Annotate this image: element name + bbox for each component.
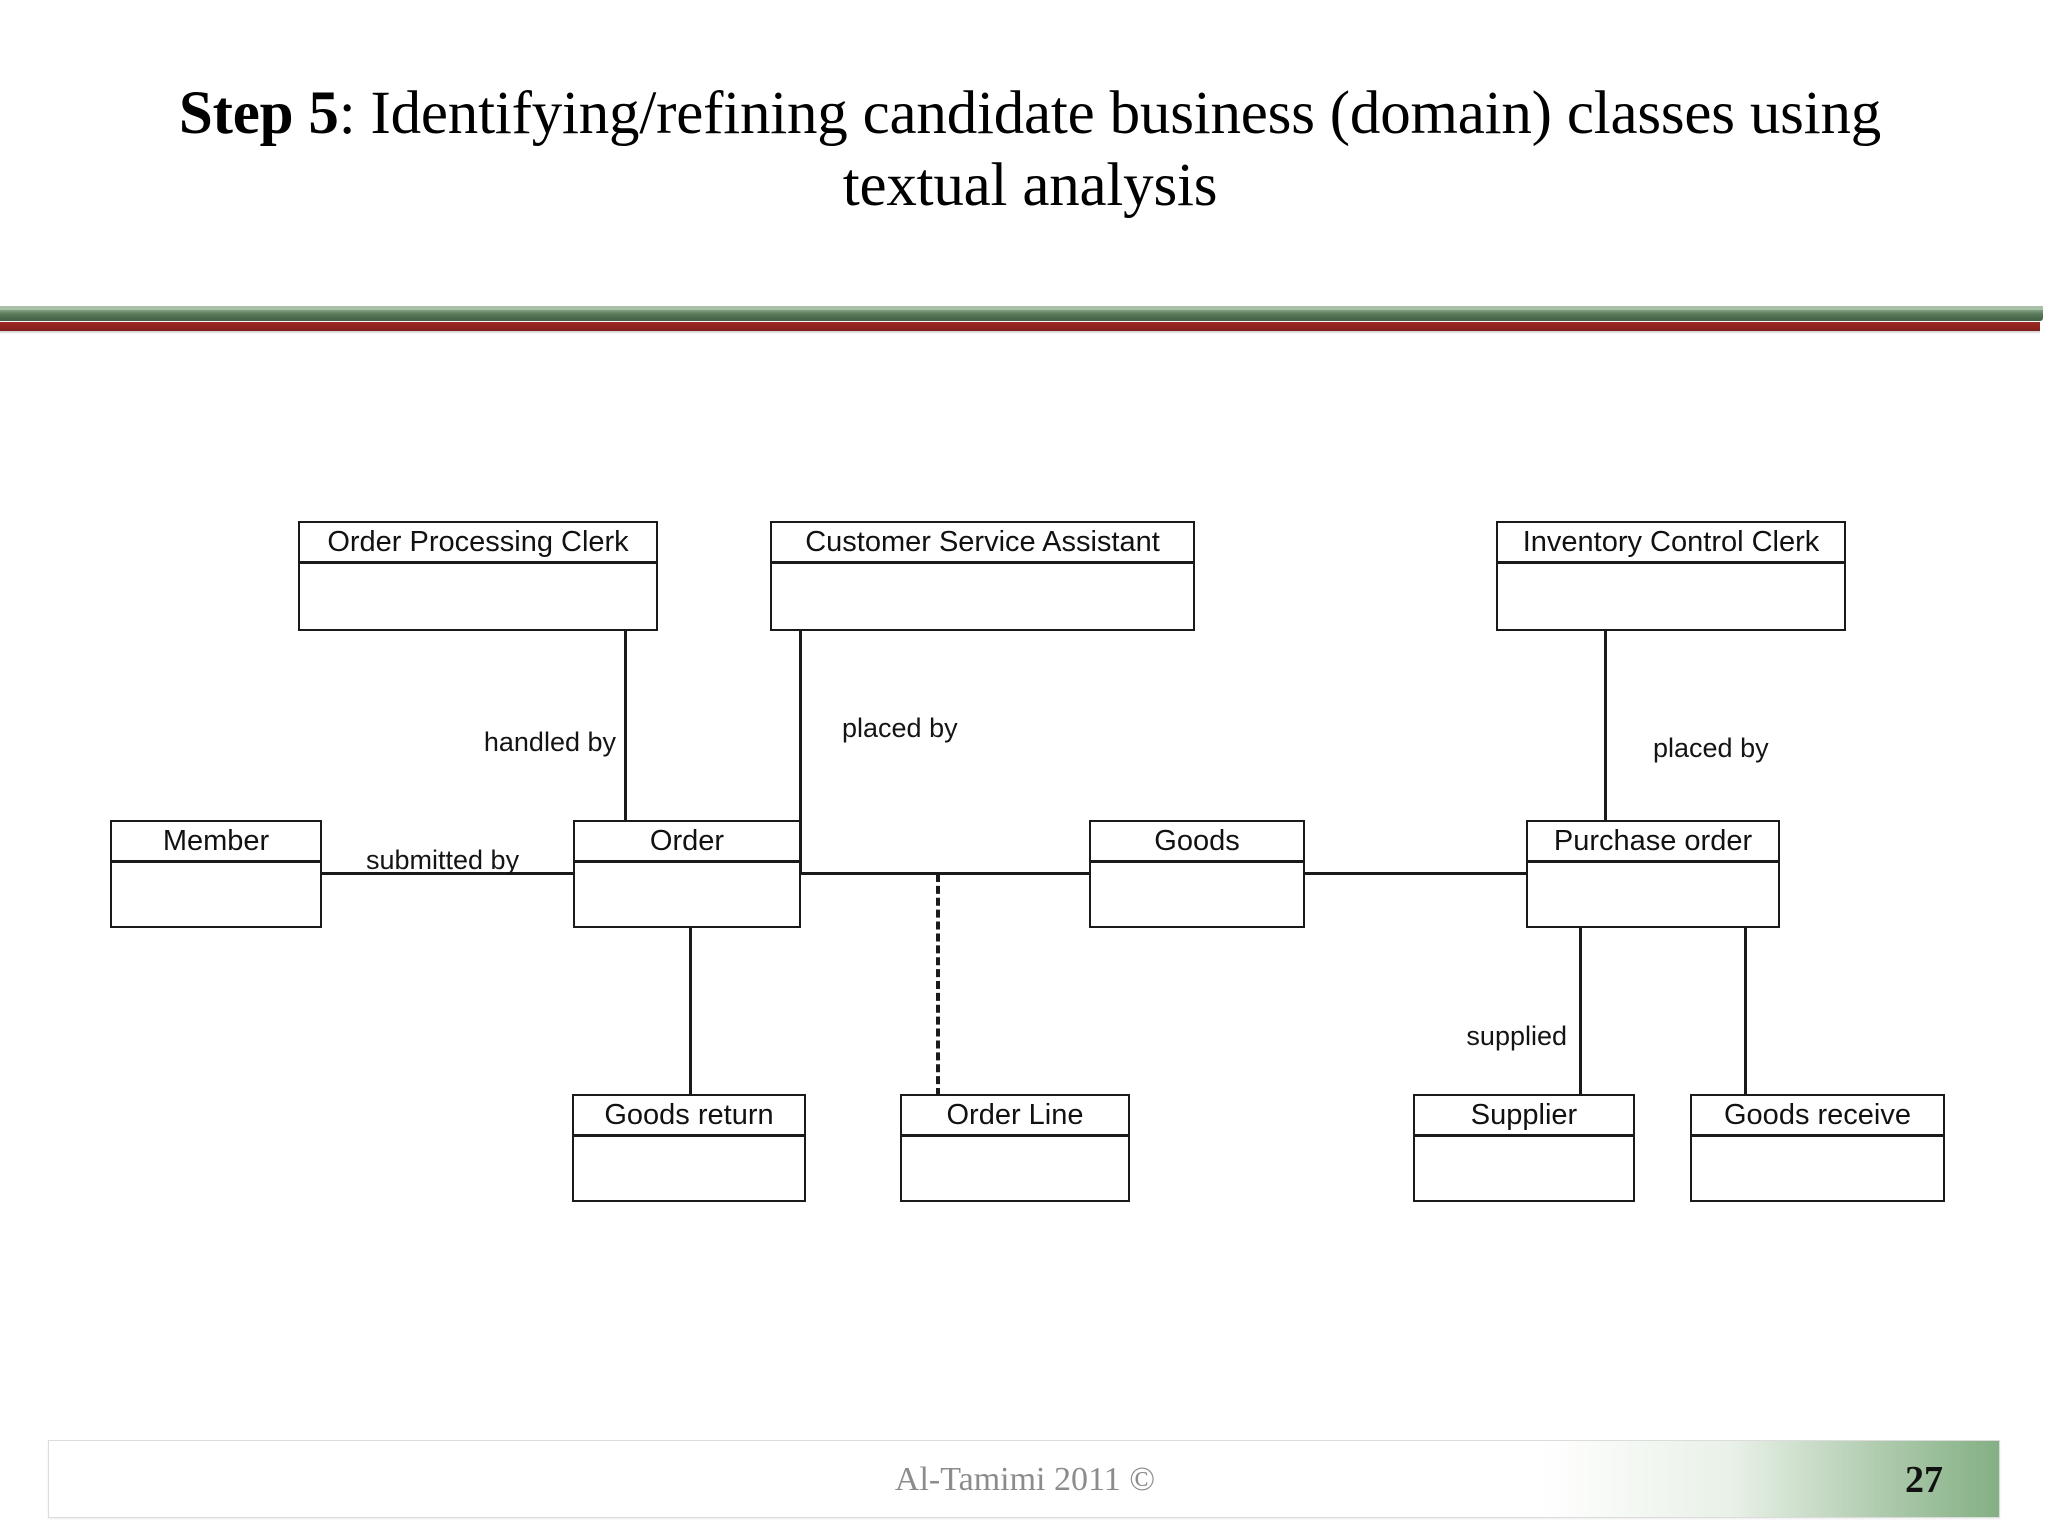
page-title-rest: : Identifying/refining candidate busines… (338, 80, 1882, 219)
uml-class-goods-receive[interactable]: Goods receive (1690, 1094, 1945, 1202)
footer-gradient (1539, 1441, 1999, 1517)
footer-credit: Al-Tamimi 2011 © (894, 1461, 1156, 1498)
connector-placed-by-inventory-control (1604, 628, 1607, 822)
connector-supplied (1579, 926, 1582, 1096)
uml-class-inventory-control-clerk[interactable]: Inventory Control Clerk (1496, 521, 1846, 631)
edge-label-placed-by-inventory-control: placed by (1653, 733, 1769, 763)
uml-class-member[interactable]: Member (110, 820, 322, 928)
uml-class-order-processing-clerk[interactable]: Order Processing Clerk (298, 521, 658, 631)
edge-label-placed-by-customer-service: placed by (842, 713, 958, 743)
uml-attributes-compartment (1091, 863, 1303, 926)
uml-attributes-compartment (1692, 1137, 1943, 1200)
connector-order-goods (798, 872, 1092, 875)
divider-shadow (0, 331, 2040, 334)
uml-class-name: Order (575, 822, 799, 863)
uml-class-order-line[interactable]: Order Line (900, 1094, 1130, 1202)
uml-class-name: Order Processing Clerk (300, 523, 656, 564)
divider-red-bar (0, 322, 2040, 331)
uml-class-name: Member (112, 822, 320, 863)
uml-class-name: Supplier (1415, 1096, 1633, 1137)
edge-label-handled-by: handled by (483, 727, 616, 757)
connector-submitted-by (320, 872, 576, 875)
slide-footer: Al-Tamimi 2011 © 27 (48, 1440, 2000, 1518)
uml-class-goods-return[interactable]: Goods return (572, 1094, 806, 1202)
page-title: Step 5: Identifying/refining candidate b… (150, 78, 1910, 222)
connector-goods-purchase-order (1303, 872, 1529, 875)
uml-attributes-compartment (772, 564, 1193, 629)
connector-placed-by-customer-service (799, 628, 802, 874)
uml-class-name: Inventory Control Clerk (1498, 523, 1844, 564)
uml-attributes-compartment (1498, 564, 1844, 629)
edge-label-supplied: supplied (1466, 1021, 1567, 1051)
uml-attributes-compartment (575, 863, 799, 926)
header-divider (0, 306, 2048, 334)
uml-attributes-compartment (574, 1137, 804, 1200)
connector-order-goods-return (689, 926, 692, 1096)
uml-class-name: Order Line (902, 1096, 1128, 1137)
uml-class-name: Customer Service Assistant (772, 523, 1193, 564)
connector-order-line-dashed (936, 874, 940, 1096)
uml-attributes-compartment (1415, 1137, 1633, 1200)
uml-attributes-compartment (1528, 863, 1778, 926)
uml-class-supplier[interactable]: Supplier (1413, 1094, 1635, 1202)
uml-class-name: Goods receive (1692, 1096, 1943, 1137)
uml-attributes-compartment (300, 564, 656, 629)
uml-attributes-compartment (112, 863, 320, 926)
uml-class-customer-service-assistant[interactable]: Customer Service Assistant (770, 521, 1195, 631)
uml-class-name: Goods (1091, 822, 1303, 863)
page-title-step: Step 5 (178, 80, 339, 147)
uml-class-name: Purchase order (1528, 822, 1778, 863)
connector-purchase-order-goods-receive (1744, 926, 1747, 1096)
edge-label-submitted-by: submitted by (366, 845, 520, 875)
uml-attributes-compartment (902, 1137, 1128, 1200)
uml-class-order[interactable]: Order (573, 820, 801, 928)
slide-page-number: 27 (1905, 1459, 1943, 1501)
uml-class-name: Goods return (574, 1096, 804, 1137)
connector-handled-by (624, 628, 627, 822)
divider-green-highlight (0, 306, 2043, 310)
uml-class-goods[interactable]: Goods (1089, 820, 1305, 928)
uml-class-purchase-order[interactable]: Purchase order (1526, 820, 1780, 928)
